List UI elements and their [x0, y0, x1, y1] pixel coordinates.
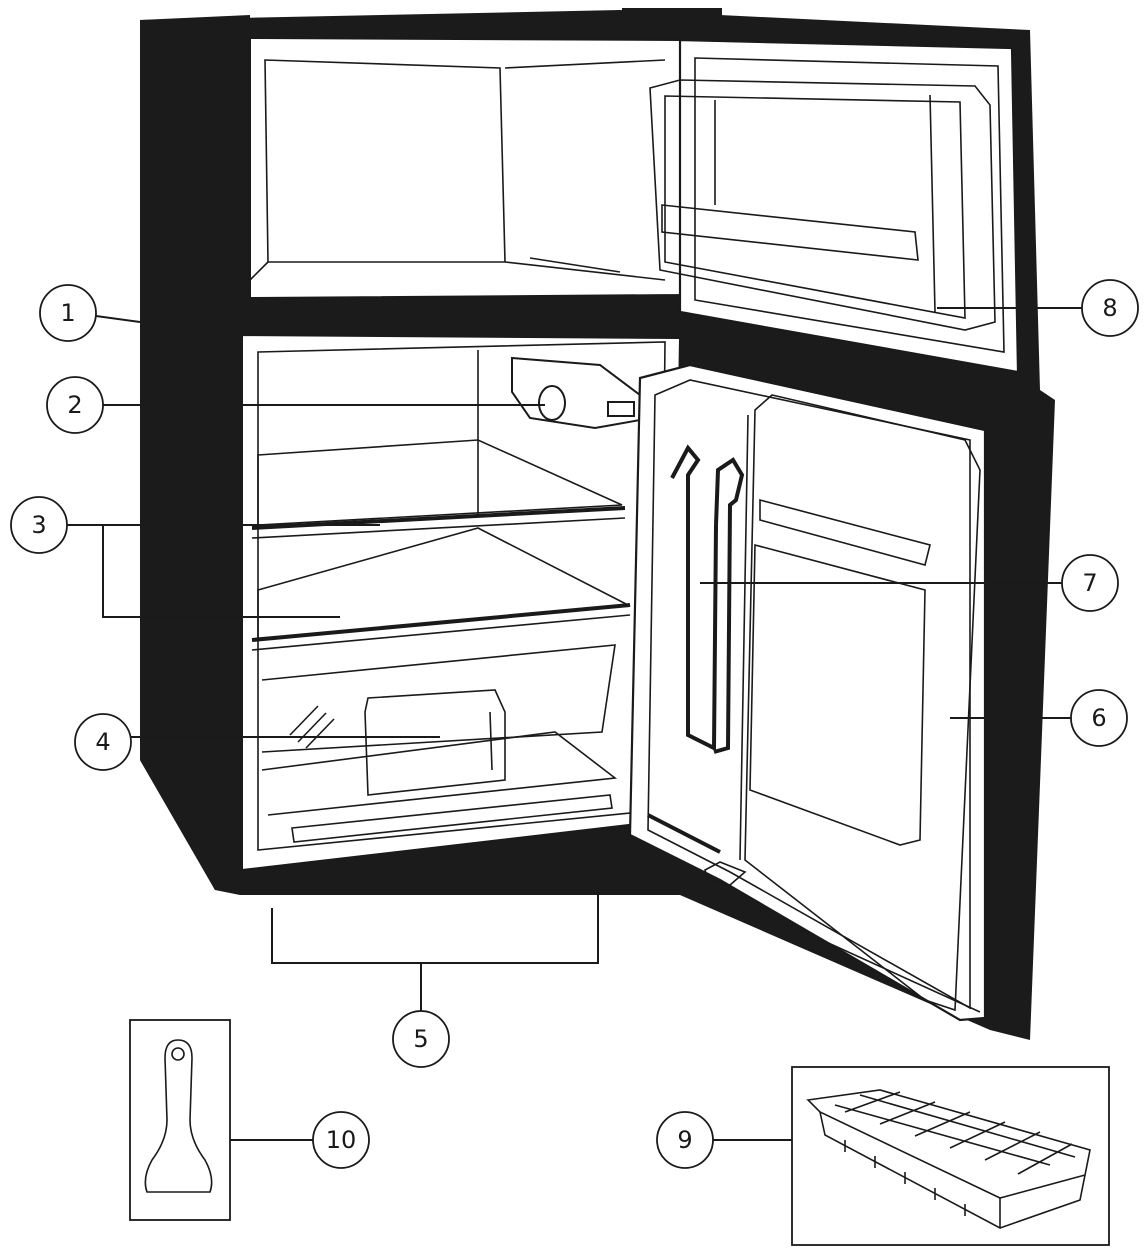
door-bottom-bar [647, 813, 721, 854]
upper-shelf-edge-lower [251, 517, 626, 539]
crisper-front-lip [291, 794, 613, 843]
freezer-floor-line [529, 257, 621, 273]
callout-label-6: 6 [1091, 704, 1106, 732]
callout-circle-4 [74, 713, 132, 771]
lower-shelf-edge-lower [251, 614, 631, 651]
callout-label-3: 3 [31, 511, 46, 539]
leader-5-bracket [271, 855, 599, 964]
thermostat-knob [538, 385, 566, 421]
crisper-floor [261, 731, 618, 816]
ice-scraper-accessory [129, 1019, 231, 1221]
fridge-door-panel [628, 363, 987, 1022]
ice-tray-frame [791, 1066, 1110, 1246]
lower-glass-shelf [251, 527, 631, 651]
freezer-compartment [249, 36, 681, 300]
freezer-door-panel [678, 38, 1020, 374]
door-can-rack [647, 444, 745, 854]
freezer-edge-bottom [504, 261, 666, 281]
fridge-door-liner [744, 394, 981, 1012]
callout-circle-5 [392, 1010, 450, 1068]
callout-label-10: 10 [326, 1126, 357, 1154]
crisper-recess-edge [489, 711, 493, 771]
leader-1 [95, 315, 141, 323]
callout-label-1: 1 [60, 299, 75, 327]
freezer-edge-top [504, 59, 666, 69]
callout-circle-6 [1070, 689, 1128, 747]
freezer-door-inner [664, 95, 966, 319]
freezer-liner [249, 36, 681, 300]
callout-label-8: 8 [1102, 294, 1117, 322]
freezer-door-bin-frame [649, 79, 996, 331]
ice-tray-accessory [791, 1066, 1110, 1246]
thermostat-control [511, 356, 641, 430]
freezer-edge-left [249, 261, 269, 281]
freezer-door-shelf [661, 204, 919, 261]
callout-circle-9 [656, 1111, 714, 1169]
callout-circle-2 [46, 376, 104, 434]
fridge-door-rib [739, 414, 749, 861]
can-rack-rod-left [670, 444, 718, 752]
ice-tray-cell-fronts [844, 1140, 966, 1216]
door-hinge [704, 861, 747, 886]
callouts: 1 2 3 4 5 6 7 8 9 [10, 279, 1139, 1169]
crisper-handle-recess [364, 689, 506, 796]
can-rack-rod-right [713, 457, 745, 754]
callout-circle-7 [1061, 554, 1119, 612]
ice-scraper-shape [144, 1039, 213, 1193]
callout-label-5: 5 [413, 1025, 428, 1053]
lower-shelf-edge [251, 603, 631, 642]
freezer-door-gasket [694, 57, 1005, 353]
ice-scraper-hole [171, 1047, 185, 1061]
upper-shelf-top [257, 439, 623, 526]
thermostat-light [607, 401, 635, 417]
fridge-door-upper-shelf [759, 498, 931, 566]
door-bottom-edge [689, 879, 981, 1013]
ice-scraper-frame [129, 1019, 231, 1221]
fridge-door [628, 363, 987, 1022]
callout-label-7: 7 [1082, 569, 1097, 597]
ice-tray-cell-grid [834, 1091, 1076, 1175]
fridge-compartment [241, 333, 682, 872]
freezer-door [649, 38, 1020, 374]
top-vent [622, 8, 722, 22]
crisper-back [261, 644, 616, 753]
callout-circle-10 [312, 1111, 370, 1169]
callout-label-4: 4 [95, 728, 110, 756]
callout-label-2: 2 [67, 391, 82, 419]
callout-circle-8 [1081, 279, 1139, 337]
leader-3-lower [102, 525, 340, 618]
callout-label-9: 9 [677, 1126, 692, 1154]
crisper-drawer [261, 644, 618, 843]
callout-circle-3 [10, 496, 68, 554]
callout-circle-1 [39, 284, 97, 342]
freezer-door-side-rib [929, 94, 936, 313]
